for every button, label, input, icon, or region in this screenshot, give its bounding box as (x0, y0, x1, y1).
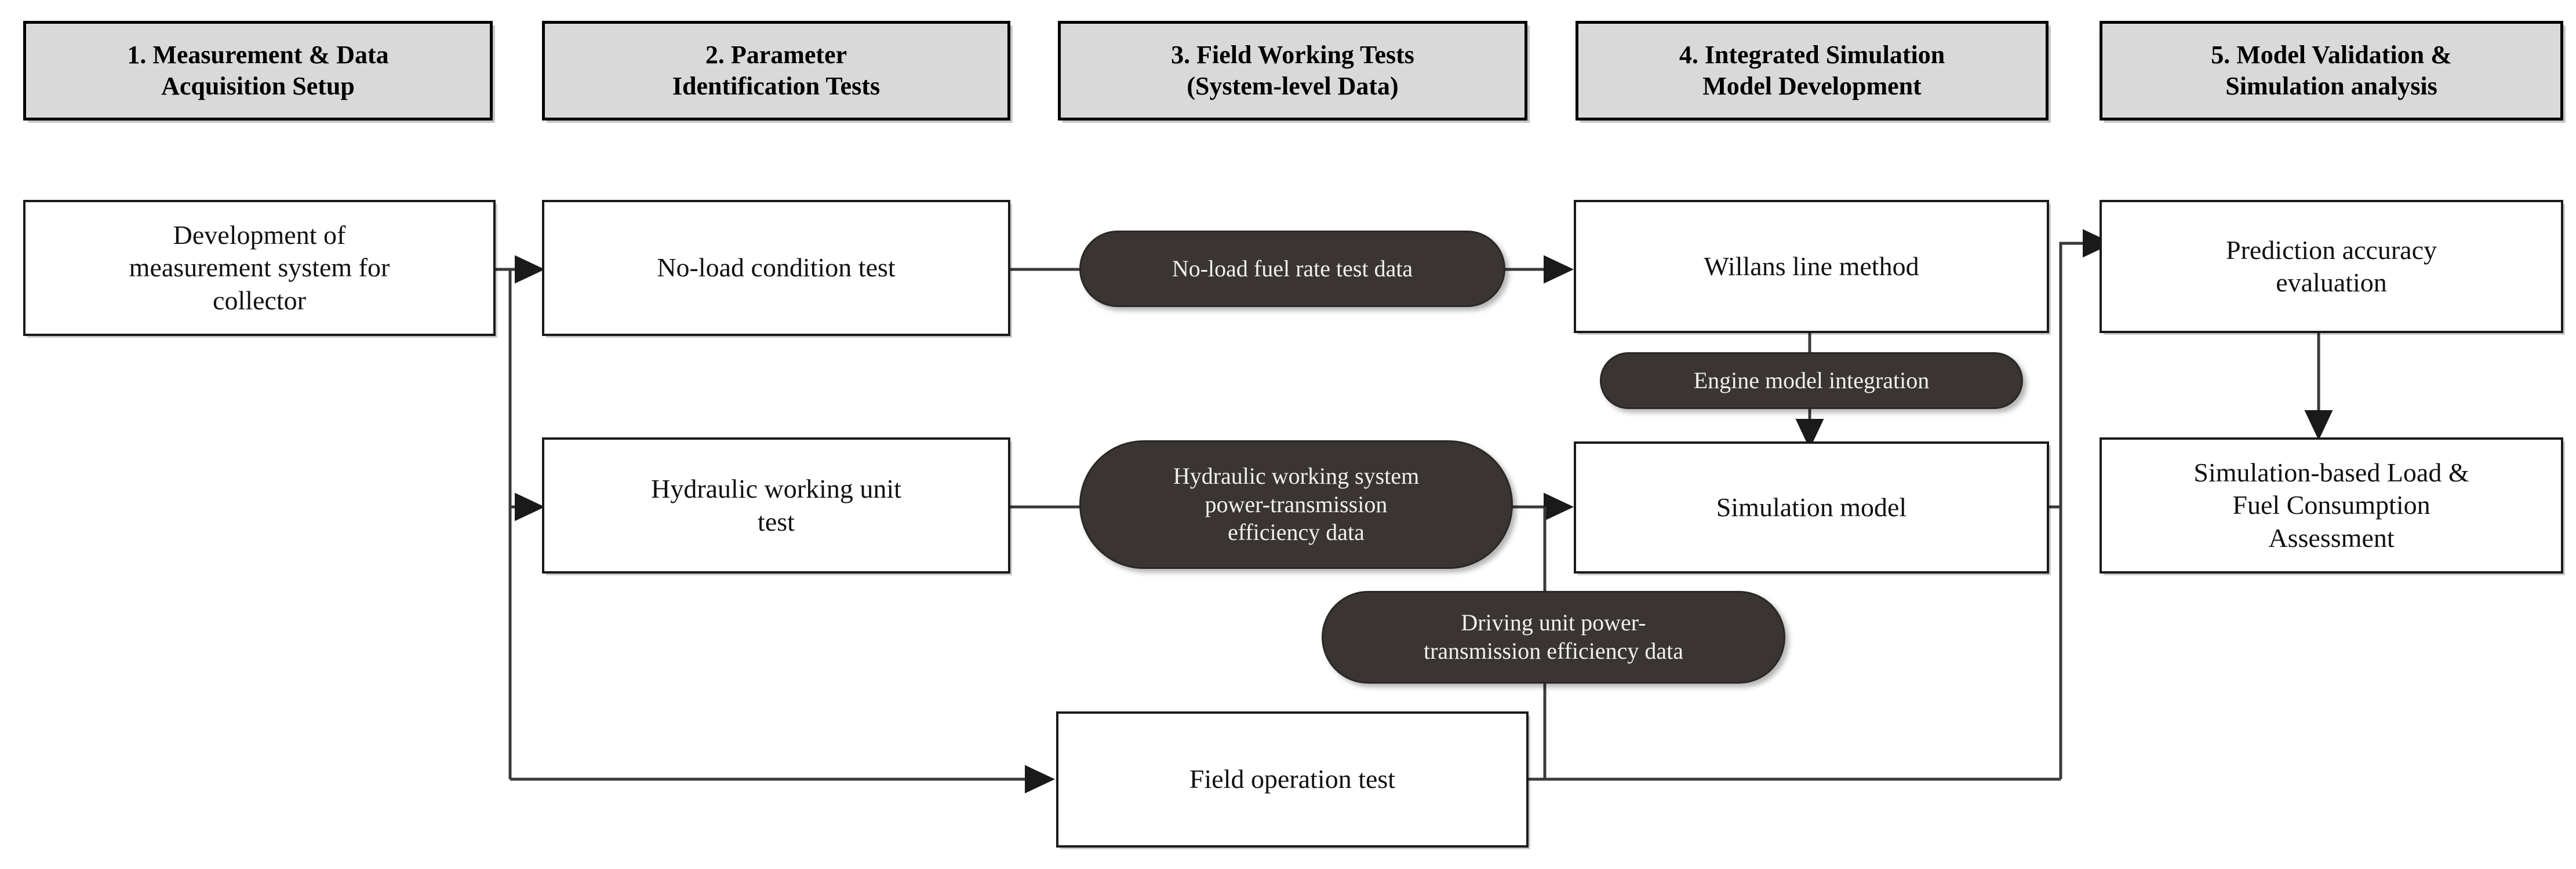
process-prediction-accuracy-evaluation-label: Prediction accuracy evaluation (2226, 235, 2437, 297)
phase-header-1: 1. Measurement & Data Acquisition Setup (23, 21, 493, 121)
process-field-operation-test[interactable]: Field operation test (1056, 711, 1529, 848)
phase-header-1-label: 1. Measurement & Data Acquisition Setup (127, 41, 389, 100)
process-simulation-model[interactable]: Simulation model (1574, 441, 2049, 574)
process-hydraulic-working-unit-test-label: Hydraulic working unit test (651, 474, 901, 536)
data-no-load-fuel-rate-test-data-label: No-load fuel rate test data (1171, 255, 1413, 282)
data-driving-unit-power-transmission-efficiency-label: Driving unit power- transmission efficie… (1423, 609, 1683, 664)
phase-header-5-label: 5. Model Validation & Simulation analysi… (2211, 41, 2452, 100)
phase-header-4: 4. Integrated Simulation Model Developme… (1576, 21, 2049, 121)
process-development-measurement-system[interactable]: Development of measurement system for co… (23, 200, 496, 336)
phase-header-3: 3. Field Working Tests (System-level Dat… (1058, 21, 1527, 121)
data-engine-model-integration-label: Engine model integration (1693, 367, 1930, 393)
phase-header-5: 5. Model Validation & Simulation analysi… (2100, 21, 2563, 121)
process-field-operation-test-label: Field operation test (1189, 764, 1396, 794)
phase-header-2: 2. Parameter Identification Tests (542, 21, 1010, 121)
data-hydraulic-working-system-efficiency-label: Hydraulic working system power-transmiss… (1173, 462, 1420, 546)
process-simulation-based-assessment-label: Simulation-based Load & Fuel Consumption… (2193, 458, 2469, 553)
phase-header-4-label: 4. Integrated Simulation Model Developme… (1679, 41, 1945, 100)
process-willans-line-method-label: Willans line method (1704, 251, 1919, 281)
data-hydraulic-working-system-efficiency[interactable]: Hydraulic working system power-transmiss… (1079, 440, 1513, 569)
data-driving-unit-power-transmission-efficiency[interactable]: Driving unit power- transmission efficie… (1322, 591, 1785, 684)
process-development-measurement-system-label: Development of measurement system for co… (129, 220, 390, 315)
process-prediction-accuracy-evaluation[interactable]: Prediction accuracy evaluation (2100, 200, 2563, 333)
process-hydraulic-working-unit-test[interactable]: Hydraulic working unit test (542, 437, 1010, 574)
phase-header-3-label: 3. Field Working Tests (System-level Dat… (1171, 41, 1414, 100)
process-simulation-model-label: Simulation model (1716, 492, 1907, 522)
data-no-load-fuel-rate-test-data[interactable]: No-load fuel rate test data (1079, 231, 1505, 307)
data-engine-model-integration[interactable]: Engine model integration (1600, 352, 2023, 409)
process-simulation-based-assessment[interactable]: Simulation-based Load & Fuel Consumption… (2100, 437, 2563, 574)
process-no-load-condition-test-label: No-load condition test (657, 253, 896, 283)
phase-header-2-label: 2. Parameter Identification Tests (672, 41, 881, 100)
process-no-load-condition-test[interactable]: No-load condition test (542, 200, 1010, 336)
process-willans-line-method[interactable]: Willans line method (1574, 200, 2049, 333)
